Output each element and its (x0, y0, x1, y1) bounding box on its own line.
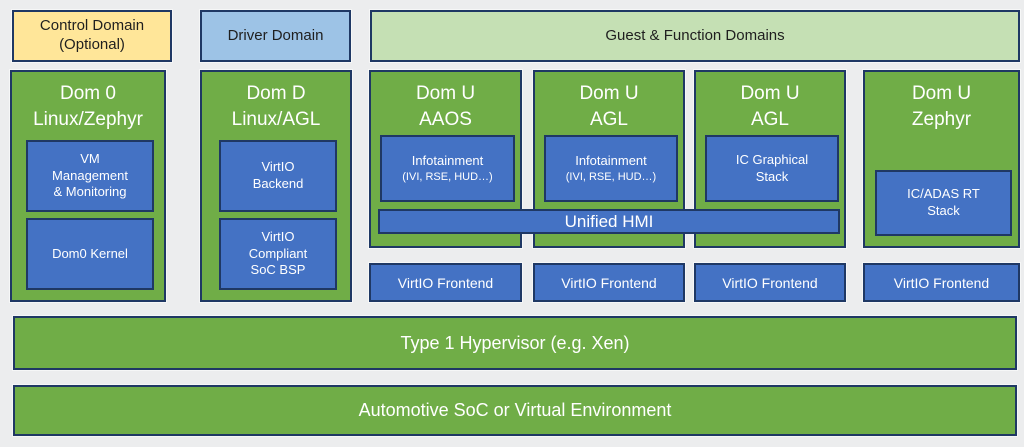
type1-hypervisor-label: Type 1 Hypervisor (e.g. Xen) (400, 332, 630, 353)
ic-graphical-stack-box: IC Graphical Stack (705, 135, 839, 202)
dom0-domain-box: Dom 0 Linux/Zephyr VM Management & Monit… (10, 70, 166, 302)
dom0-title: Dom 0 Linux/Zephyr (12, 81, 164, 133)
dom0-title-line1: Dom 0 (60, 83, 116, 104)
virtio-backend-line1: VirtIO (261, 159, 295, 175)
guest-function-domains-label: Guest & Function Domains (605, 26, 785, 44)
unified-hmi-label: Unified HMI (564, 211, 654, 231)
domd-title: Dom D Linux/AGL (202, 81, 350, 133)
domu-zephyr-title-line2: Zephyr (911, 109, 972, 131)
automotive-soc-label: Automotive SoC or Virtual Environment (358, 400, 672, 420)
virtio-frontend-label-2: VirtIO Frontend (561, 274, 657, 291)
infotainment-aaos-box: Infotainment (IVI, RSE, HUD…) (380, 135, 515, 202)
type1-hypervisor-bar: Type 1 Hypervisor (e.g. Xen) (13, 316, 1017, 370)
ic-graphical-stack-line1: IC Graphical (735, 151, 809, 167)
domu-agl-ivi-title: Dom U AGL (535, 81, 683, 133)
domu-agl-ic-title: Dom U AGL (696, 81, 844, 133)
virtio-frontend-box-4: VirtIO Frontend (863, 263, 1020, 302)
infotainment-agl-line2: (IVI, RSE, HUD…) (565, 170, 657, 183)
virtio-frontend-box-2: VirtIO Frontend (533, 263, 685, 302)
virtio-frontend-box-1: VirtIO Frontend (369, 263, 522, 302)
infotainment-agl-line1: Infotainment (575, 152, 647, 168)
domu-aaos-title-line2: AAOS (419, 109, 472, 131)
dom0-title-line2: Linux/Zephyr (33, 109, 143, 131)
guest-function-domains-header: Guest & Function Domains (370, 10, 1020, 62)
virtio-frontend-box-3: VirtIO Frontend (694, 263, 846, 302)
infotainment-agl-box: Infotainment (IVI, RSE, HUD…) (544, 135, 678, 202)
domu-zephyr-title: Dom U Zephyr (865, 81, 1018, 133)
infotainment-aaos-line2: (IVI, RSE, HUD…) (402, 170, 493, 183)
infotainment-aaos-line1: Infotainment (411, 152, 484, 168)
domu-aaos-title-line1: Dom U (415, 83, 476, 104)
ic-adas-rt-stack-line1: IC/ADAS RT (907, 186, 980, 202)
domu-agl-ic-title-line1: Dom U (740, 83, 800, 104)
vm-management-line2: Management (52, 167, 128, 183)
virtio-frontend-label-4: VirtIO Frontend (893, 274, 990, 291)
domd-title-line2: Linux/AGL (231, 109, 321, 131)
vm-management-line3: & Monitoring (53, 184, 127, 200)
domd-title-line1: Dom D (246, 83, 306, 104)
driver-domain-label: Driver Domain (227, 26, 324, 44)
soc-bsp-line3: SoC BSP (250, 262, 306, 278)
dom0-kernel-label: Dom0 Kernel (52, 245, 128, 261)
domu-zephyr-box: Dom U Zephyr IC/ADAS RT Stack (863, 70, 1020, 248)
ic-adas-rt-stack-line2: Stack (927, 203, 960, 218)
ic-adas-rt-stack-box: IC/ADAS RT Stack (875, 170, 1012, 236)
domu-zephyr-title-line1: Dom U (911, 83, 972, 104)
virtio-frontend-label-3: VirtIO Frontend (722, 274, 818, 291)
control-domain-header: Control Domain (Optional) (12, 10, 172, 62)
ic-graphical-stack-line2: Stack (755, 168, 789, 184)
unified-hmi-bar: Unified HMI (378, 209, 840, 234)
domd-domain-box: Dom D Linux/AGL VirtIO Backend VirtIO Co… (200, 70, 352, 302)
virtio-backend-box: VirtIO Backend (219, 140, 337, 212)
control-domain-label-line2: (Optional) (59, 36, 125, 53)
virtio-compliant-soc-bsp-box: VirtIO Compliant SoC BSP (219, 218, 337, 290)
domu-agl-ic-title-line2: AGL (750, 109, 790, 131)
control-domain-label-line1: Control Domain (39, 17, 145, 35)
vm-management-monitoring-box: VM Management & Monitoring (26, 140, 154, 212)
soc-bsp-line1: VirtIO (261, 228, 295, 244)
domu-aaos-title: Dom U AAOS (371, 81, 520, 133)
virtio-backend-line2: Backend (252, 176, 304, 191)
vm-management-line1: VM (80, 150, 100, 166)
domu-agl-ivi-title-line2: AGL (589, 109, 629, 131)
dom0-kernel-box: Dom0 Kernel (26, 218, 154, 290)
domu-agl-ivi-title-line1: Dom U (579, 83, 639, 104)
domu-aaos-box: Dom U AAOS Infotainment (IVI, RSE, HUD…) (369, 70, 522, 248)
soc-bsp-line2: Compliant (248, 245, 308, 261)
automotive-soc-bar: Automotive SoC or Virtual Environment (13, 385, 1017, 436)
virtio-frontend-label-1: VirtIO Frontend (397, 274, 494, 291)
driver-domain-header: Driver Domain (200, 10, 351, 62)
